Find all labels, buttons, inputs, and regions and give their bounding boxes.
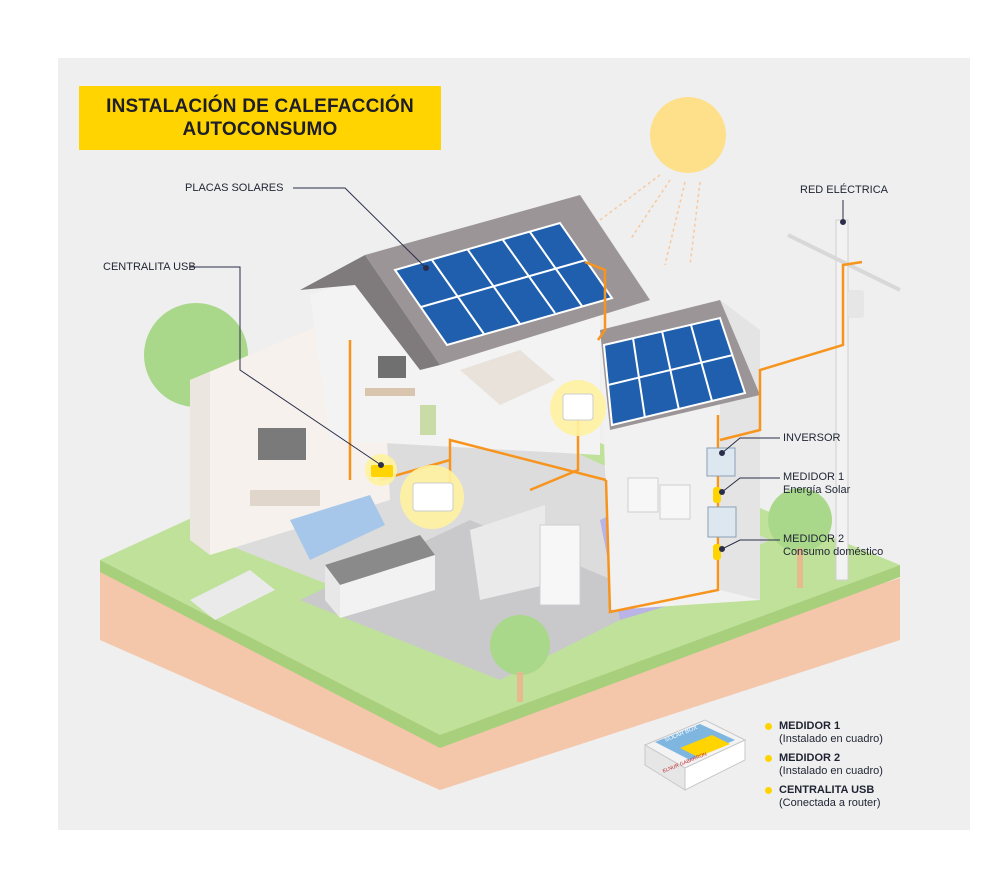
medidor2-device <box>713 544 721 560</box>
label-medidor-1-title: MEDIDOR 1 <box>783 471 845 483</box>
label-placas-solares: PLACAS SOLARES <box>185 182 284 194</box>
leader-lines <box>190 187 846 552</box>
title-line-2: AUTOCONSUMO <box>182 119 338 140</box>
legend-subtitle: (Conectada a router) <box>779 797 881 809</box>
solar-panels-main <box>393 221 614 347</box>
legend-item-medidor-2: MEDIDOR 2 (Instalado en cuadro) <box>765 752 883 778</box>
label-inversor: INVERSOR <box>783 432 841 444</box>
legend: MEDIDOR 1 (Instalado en cuadro) MEDIDOR … <box>765 720 883 816</box>
legend-title: MEDIDOR 1 <box>779 720 841 732</box>
kitchen-island <box>325 535 435 585</box>
label-medidor-2-sub: Consumo doméstico <box>783 546 884 558</box>
centralita-usb-device <box>365 454 397 486</box>
legend-item-centralita-usb: CENTRALITA USB (Conectada a router) <box>765 784 883 810</box>
medidor1-device <box>713 487 721 503</box>
bed <box>460 350 555 405</box>
legend-item-medidor-1: MEDIDOR 1 (Instalado en cuadro) <box>765 720 883 746</box>
label-centralita-usb: CENTRALITA USB <box>103 261 196 273</box>
legend-title: MEDIDOR 2 <box>779 752 841 764</box>
desk <box>365 388 415 396</box>
chair <box>420 405 436 435</box>
product-box <box>643 719 747 791</box>
kitchen-counter <box>470 505 545 600</box>
label-red-electrica: RED ELÉCTRICA <box>800 184 889 196</box>
sun <box>650 97 726 173</box>
radiator-upper <box>550 380 606 436</box>
label-medidor-1-sub: Energía Solar <box>783 484 851 496</box>
legend-subtitle: (Instalado en cuadro) <box>779 765 883 777</box>
legend-subtitle: (Instalado en cuadro) <box>779 733 883 745</box>
label-medidor-1: MEDIDOR 1 Energía Solar <box>783 471 850 497</box>
title-banner: INSTALACIÓN DE CALEFACCIÓN AUTOCONSUMO <box>79 86 441 150</box>
solar-panels-annex <box>602 316 747 427</box>
tv <box>258 428 306 460</box>
radiator-lower <box>400 465 464 529</box>
tree-right <box>768 488 832 588</box>
legend-bullet-icon <box>765 755 772 762</box>
legend-title: CENTRALITA USB <box>779 784 875 796</box>
label-medidor-2-title: MEDIDOR 2 <box>783 533 845 545</box>
washing-machine <box>627 477 659 513</box>
soil-base <box>100 568 900 790</box>
fridge <box>539 524 581 606</box>
title-line-1: INSTALACIÓN DE CALEFACCIÓN <box>106 96 414 117</box>
meter-box <box>707 506 737 538</box>
tree-front <box>490 615 550 702</box>
legend-bullet-icon <box>765 787 772 794</box>
legend-bullet-icon <box>765 723 772 730</box>
sun-rays <box>599 174 701 266</box>
sofa <box>290 495 385 560</box>
utility-pole <box>787 219 901 581</box>
entrance-steps <box>190 570 275 620</box>
label-medidor-2: MEDIDOR 2 Consumo doméstico <box>783 533 883 559</box>
